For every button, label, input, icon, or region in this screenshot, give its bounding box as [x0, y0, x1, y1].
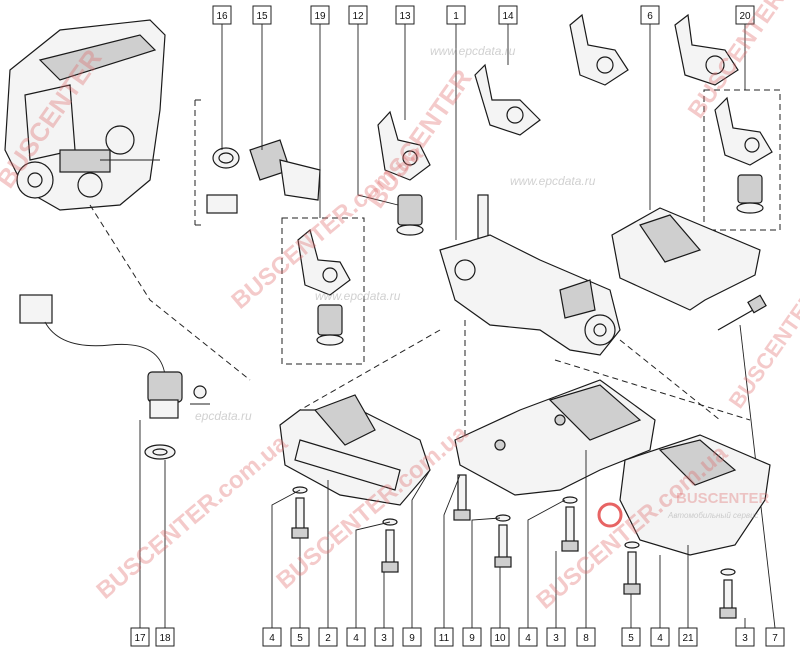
callout-9-a: 9: [402, 627, 422, 647]
bracket-19: [297, 228, 351, 346]
callout-14: 14: [498, 5, 518, 25]
bolt-11: [453, 474, 471, 521]
callout-11: 11: [434, 627, 454, 647]
bolt-5-right: [623, 541, 641, 595]
callout-6: 6: [640, 5, 660, 25]
svg-text:16: 16: [216, 11, 228, 22]
oil-warning-icon: [206, 194, 238, 214]
svg-text:1: 1: [453, 11, 459, 22]
group-bracket-15-16: [194, 99, 205, 226]
buscenter-logo: BUSCENTER Автомобильный сервис: [597, 490, 770, 528]
callout-3-c: 3: [735, 627, 755, 647]
svg-text:18: 18: [159, 633, 171, 644]
watermark-epc-4: epcdata.ru: [195, 409, 252, 423]
callout-5-b: 5: [621, 627, 641, 647]
bottom-callouts: 17 18 4 5 2 4 3 9 11 9 10 4 3 8 5 4 21 3…: [130, 627, 785, 647]
callout-15: 15: [252, 5, 272, 25]
svg-text:7: 7: [772, 633, 778, 644]
callout-3-a: 3: [374, 627, 394, 647]
callout-2: 2: [318, 627, 338, 647]
svg-text:11: 11: [439, 633, 450, 644]
group-box-19: [281, 217, 365, 365]
callout-7: 7: [765, 627, 785, 647]
callout-19: 19: [310, 5, 330, 25]
svg-text:17: 17: [134, 633, 146, 644]
group-box-20: [703, 89, 781, 231]
logo-brand-text: BUSCENTER: [676, 490, 770, 507]
bolt-3-b: [561, 496, 579, 552]
svg-text:4: 4: [525, 633, 531, 644]
stud-12: [396, 194, 424, 236]
bolt-5-left: [291, 486, 309, 539]
svg-text:9: 9: [409, 633, 415, 644]
svg-text:3: 3: [381, 633, 387, 644]
bracket-top-1: [569, 13, 629, 86]
svg-text:3: 3: [553, 633, 559, 644]
top-callouts: 16 15 19 12 13 1 14 6 20: [212, 5, 755, 25]
seal-ring-16: [212, 147, 240, 169]
engine-block-illustration: [4, 19, 166, 211]
bracket-13: [377, 110, 431, 181]
svg-text:13: 13: [399, 11, 411, 22]
callout-21: 21: [678, 627, 698, 647]
mount-bracket-6: [611, 24, 761, 311]
pressure-switch-15: [249, 139, 321, 201]
svg-text:12: 12: [352, 11, 364, 22]
mount-bracket-2: [279, 394, 431, 506]
logo-sub-text: Автомобильный сервис: [667, 511, 759, 520]
callout-20: 20: [735, 5, 755, 25]
svg-text:10: 10: [494, 633, 506, 644]
callout-3-b: 3: [546, 627, 566, 647]
watermark-epc-1: www.epcdata.ru: [430, 44, 516, 58]
bolt-3-a: [381, 518, 399, 573]
watermark-epc-3: www.epcdata.ru: [315, 289, 401, 303]
bracket-14: [474, 63, 541, 136]
callout-12: 12: [348, 5, 368, 25]
svg-text:8: 8: [583, 633, 589, 644]
callout-9-b: 9: [462, 627, 482, 647]
oil-level-icon: [190, 385, 210, 405]
callout-1: 1: [446, 5, 466, 25]
svg-text:21: 21: [682, 633, 694, 644]
svg-text:4: 4: [269, 633, 275, 644]
callout-10: 10: [490, 627, 510, 647]
svg-text:19: 19: [314, 11, 326, 22]
bolt-10: [494, 514, 512, 568]
svg-text:4: 4: [657, 633, 663, 644]
svg-text:4: 4: [353, 633, 359, 644]
svg-text:9: 9: [469, 633, 475, 644]
svg-text:2: 2: [325, 633, 331, 644]
callout-4-c: 4: [518, 627, 538, 647]
callout-4-d: 4: [650, 627, 670, 647]
assembly-leaders: [299, 320, 751, 440]
callout-5-a: 5: [290, 627, 310, 647]
svg-text:14: 14: [502, 11, 514, 22]
oil-pressure-sensor-with-cable: [19, 294, 183, 628]
bracket-top-2: [674, 13, 739, 86]
callout-16: 16: [212, 5, 232, 25]
oil-pump-housing-1: [439, 24, 621, 356]
svg-text:3: 3: [742, 633, 748, 644]
callout-17: 17: [130, 627, 150, 647]
svg-text:6: 6: [647, 11, 653, 22]
callout-18: 18: [155, 627, 175, 647]
svg-text:5: 5: [297, 633, 303, 644]
callout-4-a: 4: [262, 627, 282, 647]
watermark-epc-2: www.epcdata.ru: [510, 174, 596, 188]
mount-bracket-21: [619, 434, 771, 556]
svg-text:5: 5: [628, 633, 634, 644]
callout-4-b: 4: [346, 627, 366, 647]
bolt-3-c: [719, 568, 737, 619]
svg-text:20: 20: [739, 11, 751, 22]
bracket-20: [714, 96, 773, 214]
mount-plate-9: [454, 379, 656, 496]
callout-13: 13: [395, 5, 415, 25]
svg-text:15: 15: [256, 11, 268, 22]
callout-8: 8: [576, 627, 596, 647]
watermark-buscenter-4: BUSCENTER.com.ua: [92, 429, 294, 604]
engine-leader-dashed: [89, 204, 251, 381]
